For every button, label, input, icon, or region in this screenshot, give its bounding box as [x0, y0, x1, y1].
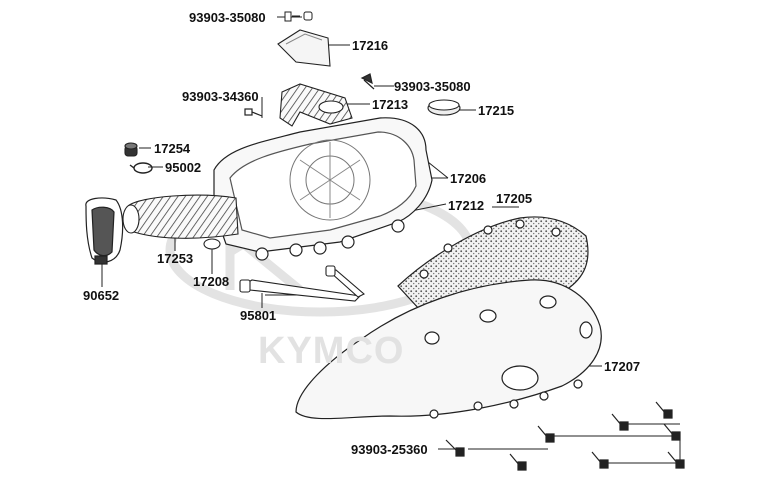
- part-17254-cap: [124, 142, 138, 157]
- label-93903-35080-top: 93903-35080: [189, 10, 266, 25]
- part-95002-clip: [129, 162, 153, 174]
- label-17207: 17207: [604, 359, 641, 374]
- label-17208: 17208: [193, 274, 230, 289]
- screws-93903-25360: [445, 401, 685, 471]
- label-17253: 17253: [157, 251, 194, 266]
- label-17206: 17206: [450, 171, 487, 186]
- label-17254: 17254: [154, 141, 191, 156]
- label-17205: 17205: [496, 191, 533, 206]
- label-90652: 90652: [83, 288, 120, 303]
- part-17215-grommet: [427, 99, 461, 116]
- part-90652-band: [85, 197, 124, 265]
- label-17213: 17213: [372, 97, 409, 112]
- part-17213-intake-duct: [279, 83, 353, 127]
- part-95801-bolts: [239, 265, 365, 302]
- label-93903-25360: 93903-25360: [351, 442, 428, 457]
- part-17216-cover-plate: [277, 29, 331, 67]
- part-17207-cover: [295, 279, 602, 420]
- label-95801: 95801: [240, 308, 277, 323]
- part-17208-grommet: [203, 238, 221, 250]
- label-17212: 17212: [448, 198, 485, 213]
- screw-93903-34360: [244, 108, 263, 117]
- screw-93903-35080-mid: [360, 73, 375, 90]
- part-17253-intake-tube: [122, 194, 239, 239]
- kymco-watermark-text: KYMCO: [258, 330, 405, 372]
- label-17215: 17215: [478, 103, 515, 118]
- label-95002: 95002: [165, 160, 202, 175]
- part-17206-air-cleaner-case: [213, 117, 433, 261]
- label-17216: 17216: [352, 38, 389, 53]
- label-93903-35080-mid: 93903-35080: [394, 79, 471, 94]
- screw-93903-35080-top: [284, 11, 313, 22]
- label-93903-34360: 93903-34360: [182, 89, 259, 104]
